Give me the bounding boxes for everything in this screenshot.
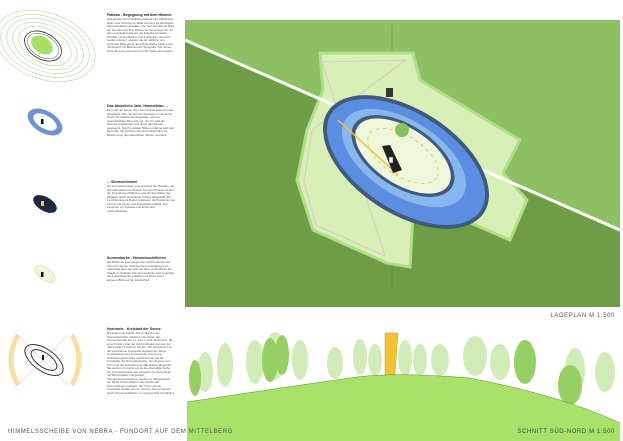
section-label: SCHNITT SÜD-NORD M 1:500 xyxy=(517,429,615,435)
site-plan xyxy=(184,20,621,307)
body: Die Barke als kosmologisches Schiff bede… xyxy=(107,260,175,282)
body: Der Lauf der Sonne über den Himmel besti… xyxy=(107,108,175,137)
section-ground xyxy=(187,374,620,441)
heading: ... Sternenhimmel xyxy=(107,180,137,184)
heading: Horizonte - Kreislauf der Sonne xyxy=(107,327,161,331)
heading: Das bäuerliche Jahr- Himmelblau ... xyxy=(107,104,168,108)
contour-icon xyxy=(0,10,96,82)
body: Die Enden der beiden Horizontbögen der H… xyxy=(107,331,175,395)
body: Das bereits nicht bewaldete Plateau des … xyxy=(107,17,175,53)
heading: Sonnenbarke - Himmelsschiffchen xyxy=(107,256,166,260)
heading: Plateau - Begegnung mit dem Himmel xyxy=(107,13,172,17)
sun-barque-icon xyxy=(34,265,56,283)
text-block-horizons: Horizonte - Kreislauf der Sonne Die Ende… xyxy=(107,327,175,395)
text-block-plateau: Plateau - Begegnung mit dem Himmel Das b… xyxy=(107,13,175,53)
text-block-farming-year: Das bäuerliche Jahr- Himmelblau ... Der … xyxy=(107,104,175,137)
horizon-diagram-icon xyxy=(8,333,82,387)
star-sky-icon xyxy=(33,195,57,213)
footer-title: HIMMELSSCHEIBE VON NEBRA - FUNDORT AUF D… xyxy=(8,429,233,435)
text-block-sun-barque: Sonnenbarke - Himmelsschiffchen Die Bark… xyxy=(107,256,175,282)
water-ring-icon xyxy=(27,108,63,136)
section-drawing xyxy=(186,332,621,441)
plan-label: LAGEPLAN M 1:500 xyxy=(550,313,615,319)
text-block-starry-sky: ... Sternenhimmel Die Himmelsscheibe zei… xyxy=(107,180,175,213)
body: Die Himmelsscheibe zeigt erstmals die Pl… xyxy=(107,184,175,213)
